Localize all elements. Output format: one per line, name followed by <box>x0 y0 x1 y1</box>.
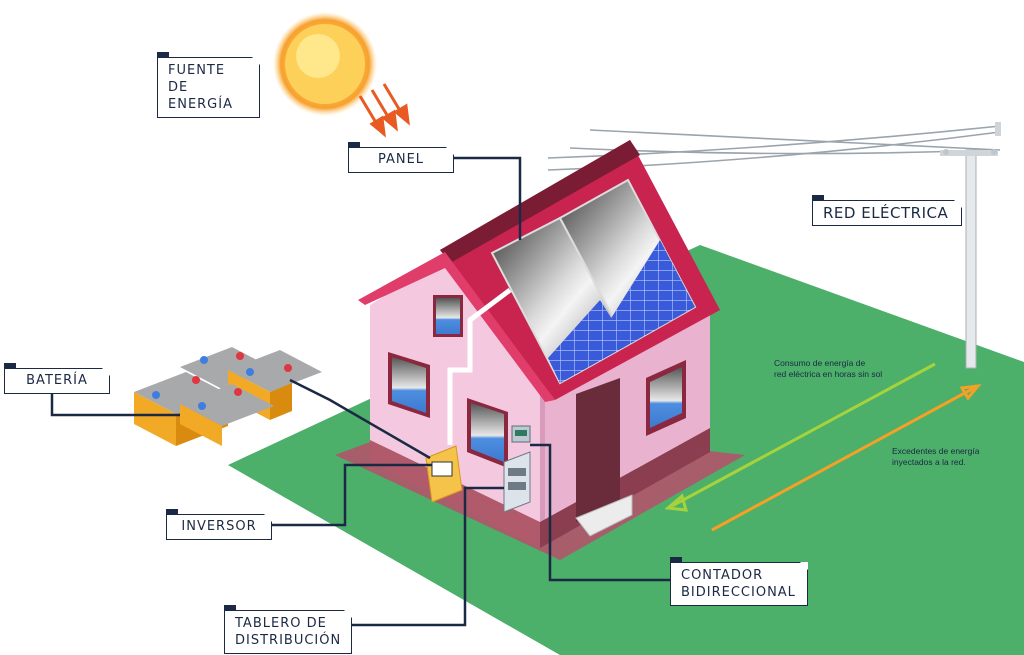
note-excedentes-line-1: Excedentes de energía <box>892 446 980 456</box>
label-fuente-energia: FUENTE DE ENERGÍA <box>157 52 260 118</box>
solar-panels <box>490 178 697 385</box>
inverter-device <box>425 445 463 503</box>
label-fuente-line-2: ENERGÍA <box>168 97 233 112</box>
excedentes-arrow <box>711 384 982 532</box>
label-bateria-text: BATERÍA <box>26 373 88 388</box>
label-inversor: INVERSOR <box>166 509 272 540</box>
label-red-text: RED ELÉCTRICA <box>823 204 949 222</box>
label-contador: CONTADOR BIDIRECCIONAL <box>670 557 808 606</box>
sun-rays-arrows <box>358 83 410 138</box>
label-contador-line-2: BIDIRECCIONAL <box>681 585 796 600</box>
note-excedentes-line-2: inyectados a la red. <box>892 457 966 467</box>
label-tablero: TABLERO DE DISTRIBUCIÓN <box>224 605 352 654</box>
label-bateria: BATERÍA <box>4 363 110 394</box>
label-tablero-line-2: DISTRIBUCIÓN <box>235 633 342 648</box>
note-excedentes: Excedentes de energía inyectados a la re… <box>892 446 979 468</box>
sun-icon <box>273 12 377 116</box>
label-panel: PANEL <box>348 142 454 173</box>
label-contador-line-1: CONTADOR <box>681 568 764 583</box>
distribution-board <box>503 451 531 513</box>
note-consumo-line-1: Consumo de energía de <box>774 358 866 368</box>
label-red-electrica: RED ELÉCTRICA <box>812 195 962 226</box>
label-fuente-line-1: FUENTE DE <box>168 63 226 95</box>
label-inversor-text: INVERSOR <box>181 519 257 534</box>
note-consumo-line-2: red eléctrica en horas sin sol <box>774 369 883 379</box>
bidirectional-meter <box>511 425 531 443</box>
label-panel-text: PANEL <box>377 152 425 167</box>
panel-wire <box>447 288 512 445</box>
note-consumo: Consumo de energía de red eléctrica en h… <box>774 358 882 380</box>
consumo-arrow <box>664 362 936 512</box>
power-pole <box>940 122 1001 369</box>
battery-bank <box>134 347 322 446</box>
label-tablero-line-1: TABLERO DE <box>235 616 327 631</box>
